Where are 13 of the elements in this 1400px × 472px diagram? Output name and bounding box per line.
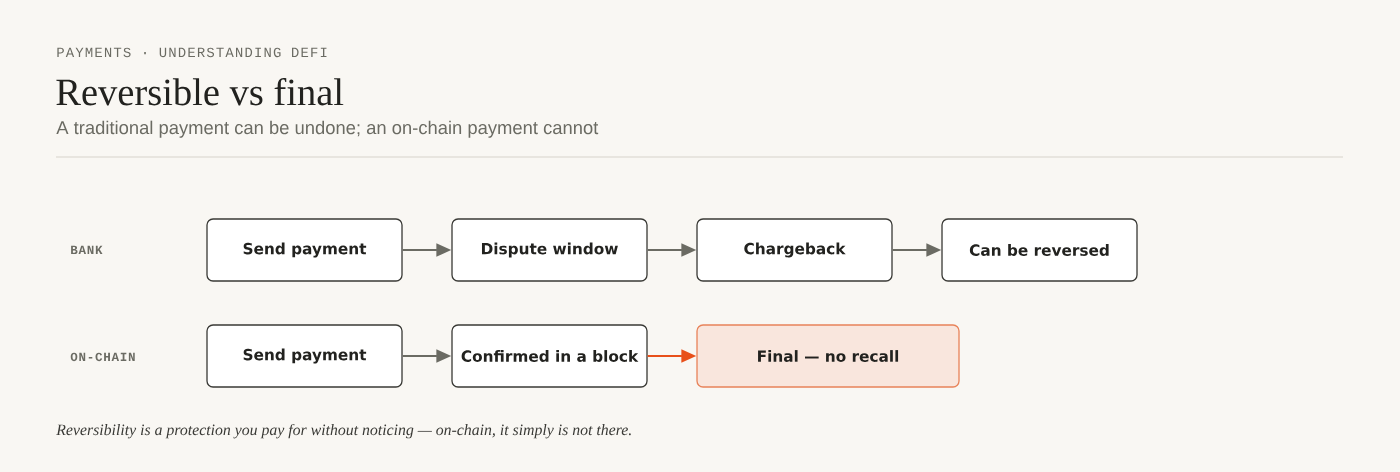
process-box: Confirmed in a block — [451, 324, 648, 388]
row-label: ON-CHAIN — [70, 352, 135, 362]
process-box: Chargeback — [696, 218, 893, 282]
process-box: Send payment — [206, 324, 403, 388]
process-box: Send payment — [206, 218, 403, 282]
row-label: BANK — [71, 245, 103, 254]
section-label: PAYMENTS · UNDERSTANDING DEFI — [57, 47, 327, 58]
caption: Reversibility is a protection you pay for without noticing — on-chain, it simply is not there. — [56, 423, 631, 439]
subtitle: A traditional payment can be undone; an on-chain payment cannot — [56, 120, 599, 138]
process-box: Can be reversed — [941, 218, 1138, 282]
title: Reversible vs final — [56, 77, 344, 106]
process-box: Dispute window — [451, 218, 648, 282]
highlighted-box: Final — no recall — [696, 324, 960, 388]
